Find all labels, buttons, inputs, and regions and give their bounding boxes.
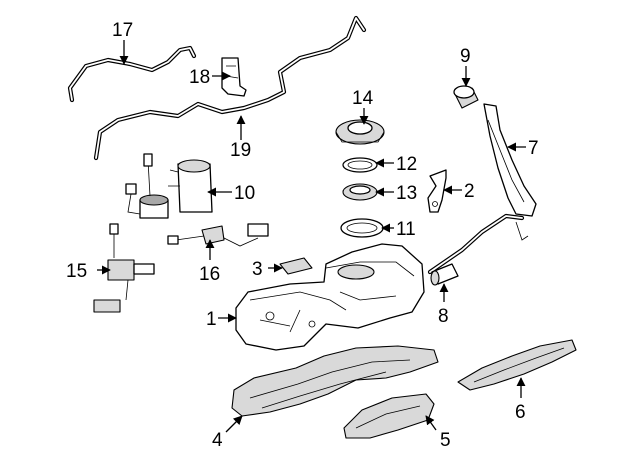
callout-9: 9 [460,46,471,67]
callout-6: 6 [515,402,526,423]
callout-18: 18 [189,67,210,88]
callout-17: 17 [112,20,133,41]
callout-19: 19 [230,140,251,161]
callout-labels: 17 18 19 10 14 12 13 11 9 7 2 8 15 16 3 … [66,20,539,451]
callout-1: 1 [206,309,217,330]
callout-7: 7 [528,138,539,159]
callout-13: 13 [396,183,417,204]
lock-ring-part-14 [335,119,385,145]
callout-8: 8 [438,306,449,327]
fuel-pump-module-part-10 [125,153,213,219]
callout-3: 3 [252,259,263,280]
fuel-line-part-19 [93,15,367,161]
callout-15: 15 [66,261,87,282]
o-ring-part-11 [340,218,384,238]
hose-part-8 [430,263,459,286]
callout-4: 4 [212,430,223,451]
vapor-line-part-17 [67,45,197,103]
callout-2: 2 [464,181,475,202]
callout-14: 14 [352,88,374,109]
skid-plate-part-4 [231,345,439,417]
fuel-tank-part-1 [235,243,425,351]
seal-ring-part-13 [342,183,378,201]
callout-10: 10 [234,183,255,204]
heat-shield-part-6 [457,339,577,391]
fuel-cap-part-9 [453,85,479,109]
wiring-harness-part-16 [167,223,269,247]
sensor-part-15 [93,223,155,313]
bracket-part-18 [221,57,247,97]
bracket-part-2 [427,169,447,213]
callout-5: 5 [440,430,451,451]
callout-12: 12 [396,154,417,175]
leader-lines [97,40,526,433]
filler-neck-part-7 [427,103,537,275]
callout-16: 16 [199,264,220,285]
shield-part-5 [343,393,435,439]
pad-part-3 [279,257,313,275]
callout-11: 11 [396,219,416,240]
